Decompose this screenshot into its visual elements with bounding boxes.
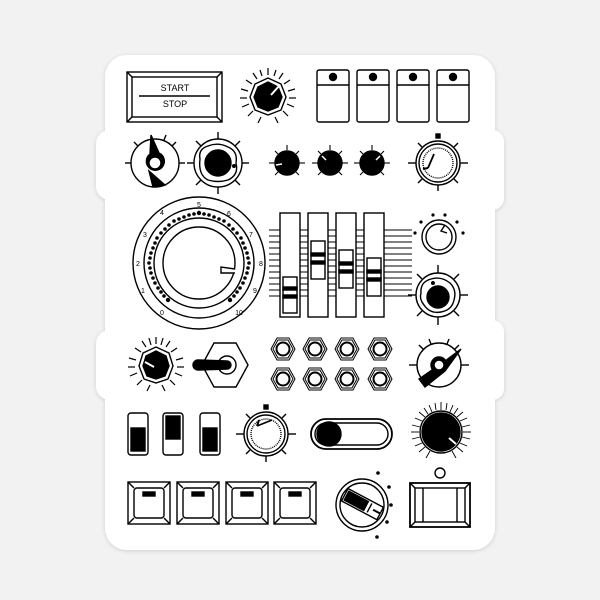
dial-scale-labels: 0 1 2 3 4 5 6 7 8 9 10 xyxy=(136,202,263,317)
rotary-selector[interactable] xyxy=(335,471,393,539)
svg-text:2: 2 xyxy=(136,261,140,268)
jack-4[interactable] xyxy=(367,337,393,361)
rocker-switch-3[interactable] xyxy=(396,69,430,123)
svg-text:0: 0 xyxy=(160,310,164,317)
svg-text:3: 3 xyxy=(143,232,147,239)
svg-text:4: 4 xyxy=(160,210,164,217)
jack-grid xyxy=(270,337,393,391)
jack-5[interactable] xyxy=(270,367,296,391)
slide-switch-group xyxy=(127,412,221,456)
rocker-switch-group xyxy=(316,69,470,123)
ray-knob-left[interactable] xyxy=(128,337,184,392)
rocker-panel-switch[interactable] xyxy=(409,482,471,528)
fader-3[interactable] xyxy=(335,212,357,318)
start-label: START xyxy=(161,83,190,93)
pointer-knob-right[interactable] xyxy=(409,338,469,388)
svg-text:8: 8 xyxy=(259,261,263,268)
wavy-knob[interactable] xyxy=(187,132,249,194)
keycap-4[interactable] xyxy=(273,481,317,525)
svg-text:5: 5 xyxy=(197,202,201,209)
jack-1[interactable] xyxy=(270,337,296,361)
fader-4[interactable] xyxy=(363,212,385,318)
small-knob-2[interactable] xyxy=(312,145,348,176)
slide-switch-1[interactable] xyxy=(127,412,149,456)
fader-bank xyxy=(269,212,412,318)
small-knob-1[interactable] xyxy=(269,145,305,176)
jack-2[interactable] xyxy=(302,337,328,361)
fader-2[interactable] xyxy=(307,212,329,318)
rocker-switch-4[interactable] xyxy=(436,69,470,123)
jack-8[interactable] xyxy=(367,367,393,391)
fine-tick-knob[interactable] xyxy=(411,402,471,459)
fader-1[interactable] xyxy=(279,212,301,318)
wavy-knob-right[interactable] xyxy=(408,265,468,325)
stop-label: STOP xyxy=(163,99,187,109)
svg-text:7: 7 xyxy=(249,232,253,239)
keycap-3[interactable] xyxy=(225,481,269,525)
svg-text:9: 9 xyxy=(253,288,257,295)
svg-text:6: 6 xyxy=(227,211,231,218)
slide-switch-3[interactable] xyxy=(199,412,221,456)
svg-text:1: 1 xyxy=(141,288,145,295)
jack-3[interactable] xyxy=(334,337,360,361)
keycap-1[interactable] xyxy=(127,481,171,525)
pill-toggle[interactable] xyxy=(310,418,393,450)
rocker-switch-2[interactable] xyxy=(356,69,390,123)
jack-6[interactable] xyxy=(302,367,328,391)
big-dial[interactable]: 0 1 2 3 4 5 6 7 8 9 10 xyxy=(132,196,266,330)
start-stop-button[interactable]: START STOP xyxy=(126,71,223,123)
keycap-2[interactable] xyxy=(176,481,220,525)
dotted-ring-knob[interactable] xyxy=(413,213,465,255)
svg-text:10: 10 xyxy=(235,310,243,317)
rocker-switch-1[interactable] xyxy=(316,69,350,123)
dial-dots xyxy=(147,210,251,303)
jack-7[interactable] xyxy=(334,367,360,391)
ring-knob-right[interactable] xyxy=(408,133,468,191)
indicator-led xyxy=(434,467,446,479)
small-knob-3[interactable] xyxy=(354,145,390,176)
pointer-knob-left[interactable] xyxy=(125,134,185,188)
ray-knob-top[interactable] xyxy=(240,68,296,124)
toggle-lever-switch[interactable] xyxy=(192,342,249,388)
slide-switch-2[interactable] xyxy=(162,412,184,456)
ring-knob-small[interactable] xyxy=(236,404,296,462)
keycap-group xyxy=(127,481,317,525)
